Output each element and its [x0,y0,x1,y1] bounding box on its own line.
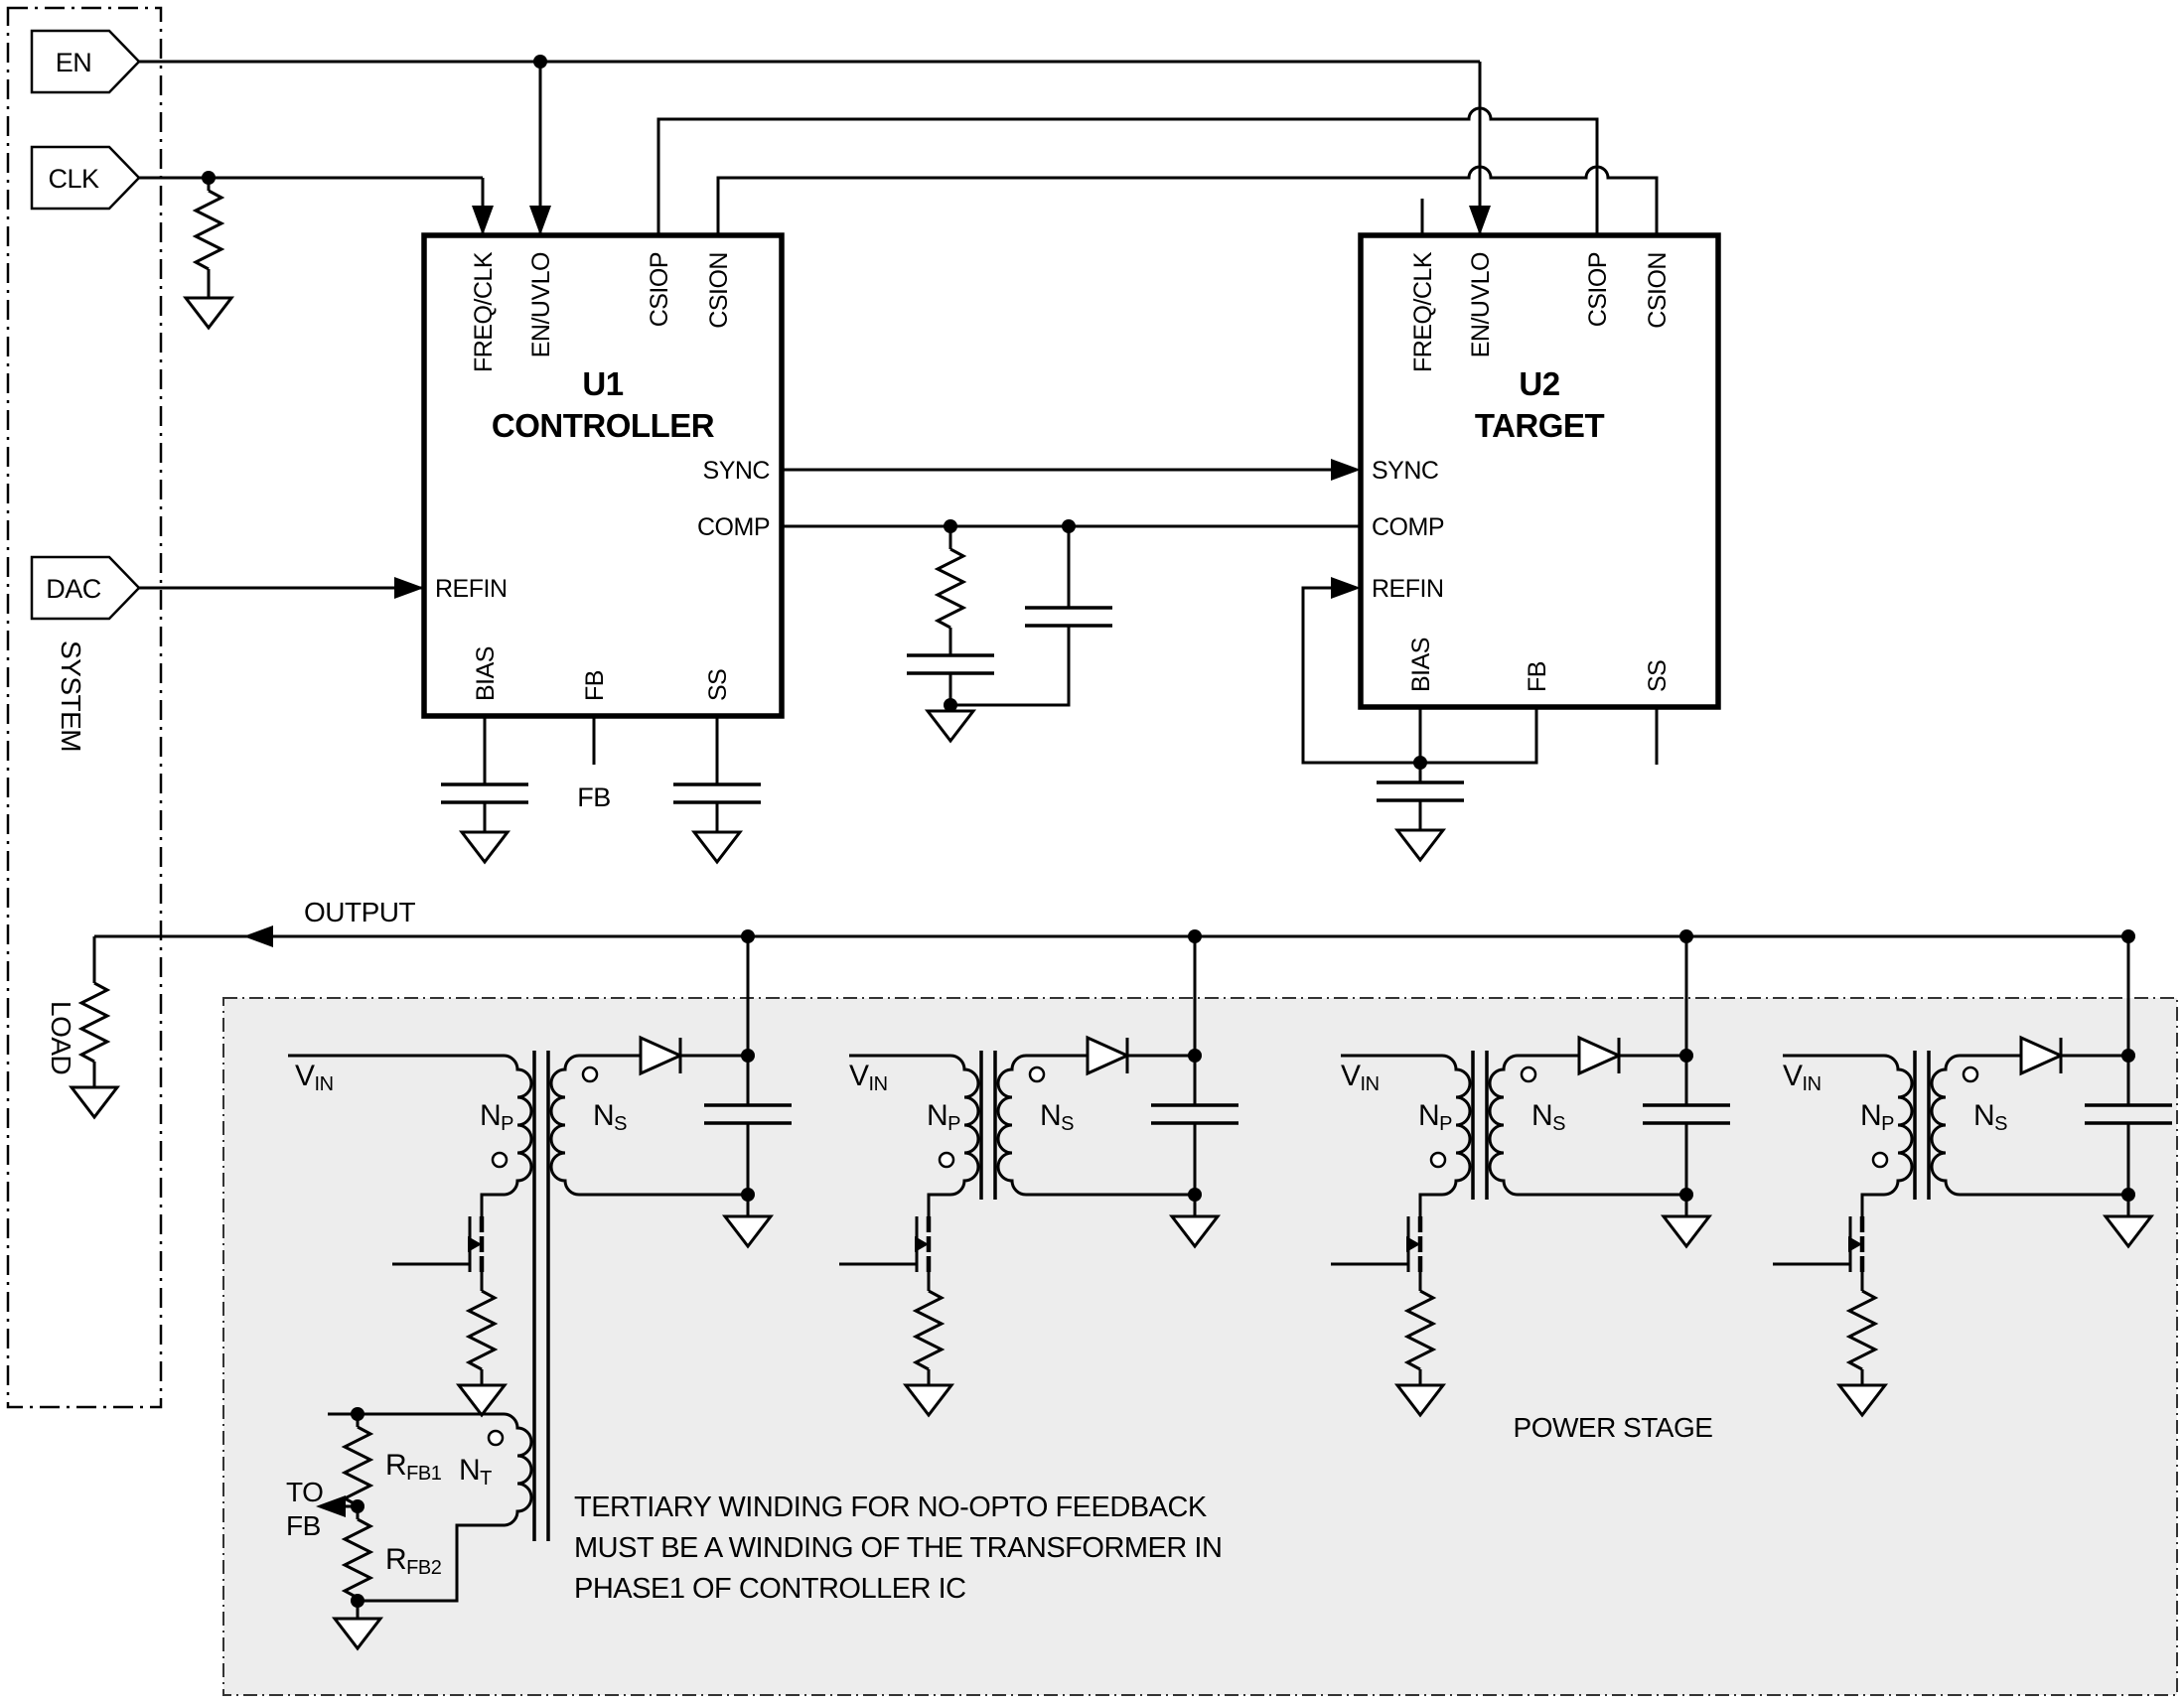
u2-name: TARGET [1475,407,1605,444]
u2-pin-comp: COMP [1372,513,1444,541]
comp-rc-network [905,526,1114,743]
en-tag: EN [30,29,141,94]
to-fb-label-line2: FB [286,1510,321,1541]
stage-4-vin-label: VIN [1783,1060,1821,1095]
u2-pin-bias: BIAS [1407,638,1435,692]
stage-2-ns-label: NS [1040,1099,1074,1135]
u1-pin-fb: FB [581,670,609,701]
u1-fb-net-label: FB [577,782,611,812]
stage-4-np-label: NP [1860,1099,1894,1135]
u2-pin-csiop: CSIOP [1584,252,1612,327]
stage-3-np-label: NP [1418,1099,1452,1135]
system-boundary [6,6,163,1409]
u1-bottom-components: FB [439,716,763,864]
stage-1-np-label: NP [480,1099,513,1135]
nt-label: NT [459,1454,492,1490]
stage-4-ns-label: NS [1973,1099,2007,1135]
stage-2-np-label: NP [927,1099,960,1135]
u1-pin-csiop: CSIOP [646,252,673,327]
u2-pin-sync: SYNC [1372,457,1439,485]
u1-pin-bias: BIAS [472,646,500,701]
csiop-net-wire [656,106,1599,235]
u2-pin-refin: REFIN [1372,575,1444,603]
tertiary-winding-network: NT RFB1 RFB2 TO FB [286,1200,550,1650]
en-tag-label: EN [56,48,92,77]
u2-pin-csion: CSION [1644,252,1672,329]
u1-pin-refin: REFIN [435,575,508,603]
dac-tag: DAC [30,555,141,621]
power-stage-1 [288,929,792,1415]
stage-2-vin-label: VIN [849,1060,888,1095]
power-stage-boundary [222,997,2178,1696]
output-label: OUTPUT [304,897,416,927]
stage-1-vin-sub: IN [315,1073,334,1095]
u2-ref: U2 [1519,365,1559,402]
u1-pin-enuvlo: EN/UVLO [527,252,555,357]
stage-3-ns-label: NS [1531,1099,1565,1135]
u2-pin-fb: FB [1524,661,1551,692]
stage-1-vin-main: V [295,1060,315,1092]
clk-tag-label: CLK [48,164,99,194]
u2-bottom-components [1301,577,1659,862]
note-line-3: PHASE1 OF CONTROLLER IC [574,1573,966,1605]
u2-pin-enuvlo: EN/UVLO [1467,252,1495,357]
u1-pin-freqclk: FREQ/CLK [470,251,498,372]
dac-net-wire [139,577,424,599]
note-line-2: MUST BE A WINDING OF THE TRANSFORMER IN [574,1532,1222,1564]
clk-tag: CLK [30,145,141,211]
en-net-wire [139,55,1491,235]
u2-block: U2 TARGET FREQ/CLK EN/UVLO CSIOP CSION S… [1358,232,1721,710]
comp-net-wire [782,519,1361,533]
u1-pin-ss: SS [704,669,732,701]
u1-name: CONTROLLER [492,407,715,444]
rfb2-label: RFB2 [385,1543,442,1579]
load-branch: LOAD [46,936,119,1119]
clk-net-wire [139,171,494,330]
u2-pin-freqclk: FREQ/CLK [1409,251,1437,372]
system-label: SYSTEM [56,640,86,752]
to-fb-label-line1: TO [286,1477,323,1507]
rfb1-label: RFB1 [385,1449,442,1485]
stage-3-vin-label: VIN [1341,1060,1380,1095]
u1-block: U1 CONTROLLER FREQ/CLK EN/UVLO CSIOP CSI… [421,232,785,719]
stage-1-ns-label: NS [593,1099,627,1135]
power-stage-label: POWER STAGE [1514,1412,1713,1443]
u1-pin-sync: SYNC [703,457,771,485]
note-line-1: TERTIARY WINDING FOR NO-OPTO FEEDBACK [574,1491,1208,1523]
u1-pin-comp: COMP [697,513,770,541]
dac-tag-label: DAC [46,574,101,604]
load-label: LOAD [46,1001,76,1074]
csion-net-wire [716,165,1659,235]
u2-pin-ss: SS [1644,660,1672,692]
tertiary-note: TERTIARY WINDING FOR NO-OPTO FEEDBACK MU… [574,1491,1223,1605]
u1-ref: U1 [582,365,623,402]
u1-pin-csion: CSION [705,252,733,329]
stage-1-vin-label: VIN [295,1060,334,1095]
sync-net-wire [782,459,1361,481]
